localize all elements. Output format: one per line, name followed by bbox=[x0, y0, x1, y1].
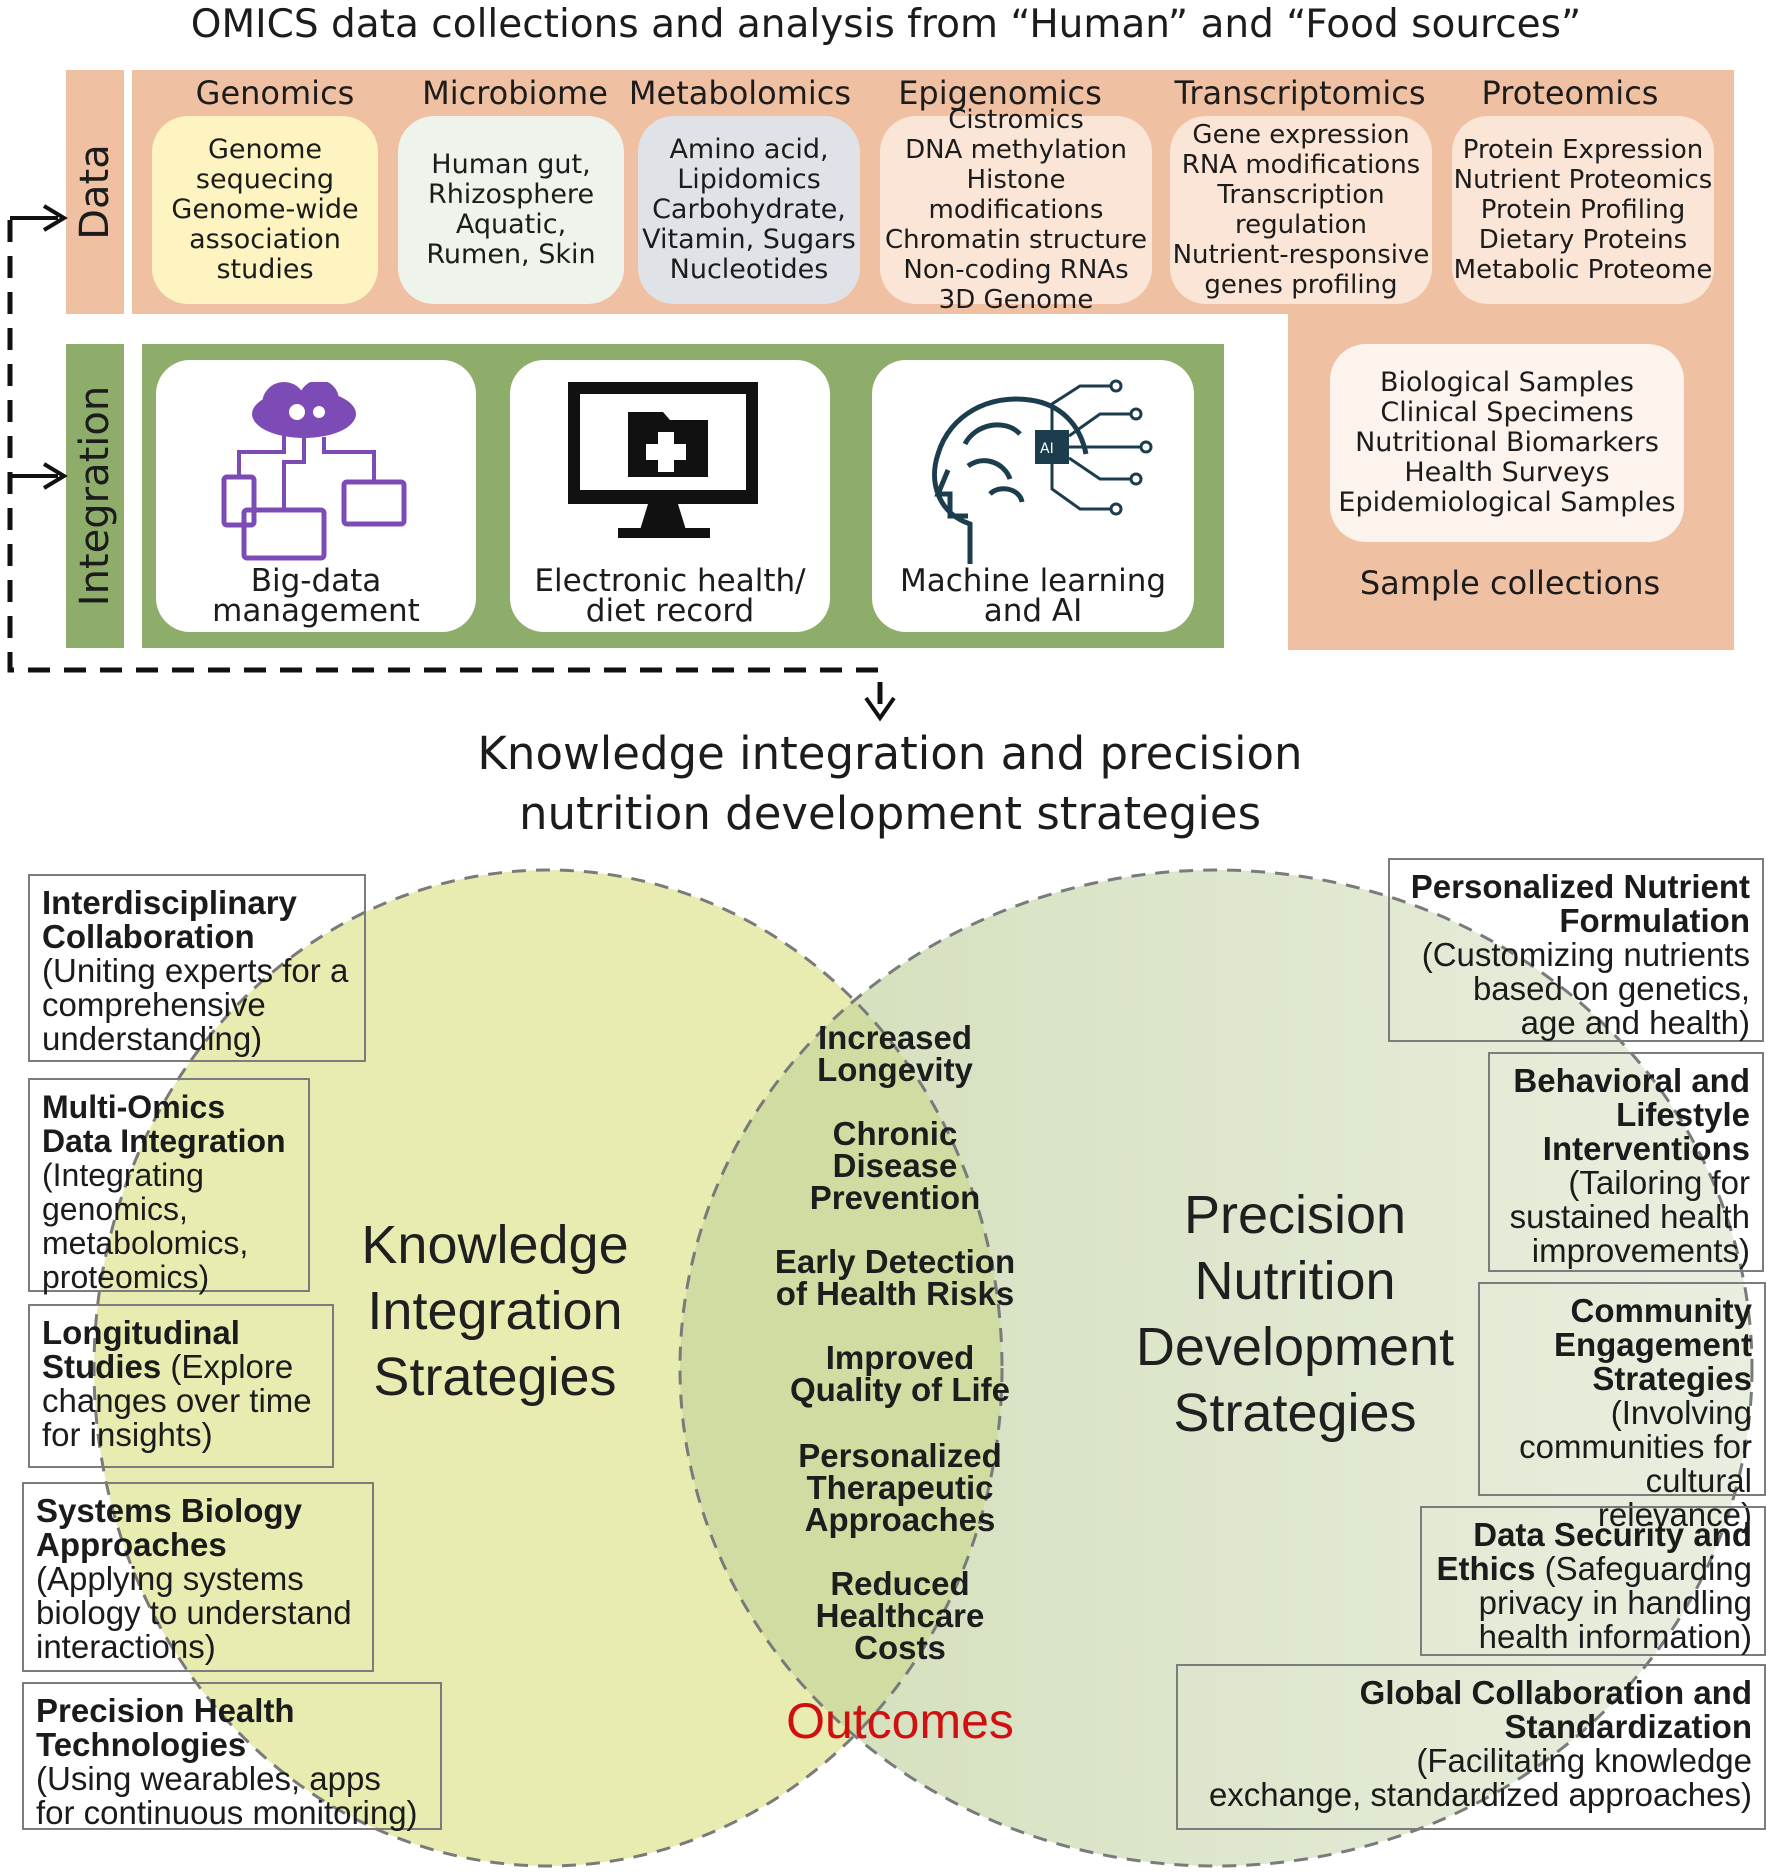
outcome-longevity: Increased Longevity bbox=[817, 1019, 973, 1088]
dashed-connector bbox=[7, 204, 896, 722]
box-precision-health-tech: Precision Health Technologies (Using wea… bbox=[22, 1682, 442, 1830]
box-multi-omics: Multi-Omics Data Integration (Integratin… bbox=[28, 1078, 310, 1292]
outcome-quality-of-life: Improved Quality of Life bbox=[789, 1339, 1010, 1408]
cloud-devices-icon bbox=[221, 382, 407, 561]
heading-metabolomics: Metabolomics bbox=[628, 74, 852, 112]
box-title: Interdisciplinary Collaboration bbox=[42, 884, 297, 955]
big-data-label: Big-data management bbox=[212, 563, 420, 629]
integration-row-label-box: Integration bbox=[66, 344, 124, 648]
microbiome-card: Human gut, Rhizosphere Aquatic, Rumen, S… bbox=[398, 116, 624, 304]
heading-epigenomics: Epigenomics bbox=[898, 74, 1102, 112]
ml-ai-label: Machine learning and AI bbox=[899, 563, 1167, 629]
heading-proteomics: Proteomics bbox=[1481, 74, 1659, 112]
box-desc: (Customizing nutrients based on genetics… bbox=[1421, 936, 1750, 1041]
ehr-label: Electronic health/ diet record bbox=[534, 563, 806, 629]
ai-brain-head-icon: AI bbox=[932, 379, 1153, 564]
section-title: Knowledge integration and precision nutr… bbox=[477, 727, 1303, 840]
box-interdisciplinary-collaboration: Interdisciplinary Collaboration (Uniting… bbox=[28, 874, 366, 1062]
genomics-card: Genome sequecing Genome-wide association… bbox=[152, 116, 378, 304]
box-desc: (Applying systems biology to understand … bbox=[36, 1560, 352, 1665]
outcomes-label: Outcomes bbox=[786, 1693, 1014, 1749]
box-title: Global Collaboration and Standardization bbox=[1359, 1674, 1752, 1745]
box-desc: (Using wearables, apps for continuous mo… bbox=[36, 1760, 418, 1831]
box-desc: (Involving communities for cultural rele… bbox=[1519, 1394, 1752, 1533]
box-desc: (Integrating genomics, metabolomics, pro… bbox=[42, 1157, 249, 1295]
box-title: Systems Biology Approaches bbox=[36, 1492, 302, 1563]
box-title: Behavioral and Lifestyle Interventions bbox=[1513, 1062, 1750, 1167]
box-desc: (Uniting experts for a comprehensive und… bbox=[42, 952, 349, 1057]
sample-collections-caption: Sample collections bbox=[1359, 564, 1661, 602]
sample-collections-card: Biological Samples Clinical Specimens Nu… bbox=[1330, 344, 1684, 542]
box-desc: (Tailoring for sustained health improvem… bbox=[1509, 1164, 1750, 1269]
data-row-label-box: Data bbox=[66, 70, 124, 314]
outcome-healthcare-costs: Reduced Healthcare Costs bbox=[815, 1565, 985, 1666]
heading-microbiome: Microbiome bbox=[422, 74, 608, 112]
right-circle-label: Precision Nutrition Development Strategi… bbox=[1135, 1185, 1455, 1443]
metabolomics-card: Amino acid, Lipidomics Carbohydrate, Vit… bbox=[638, 116, 860, 304]
box-title: Personalized Nutrient Formulation bbox=[1410, 868, 1750, 939]
box-personalized-nutrient: Personalized Nutrient Formulation (Custo… bbox=[1388, 858, 1764, 1042]
box-title: Multi-Omics Data Integration bbox=[42, 1089, 286, 1159]
outcome-chronic-disease: Chronic Disease Prevention bbox=[809, 1115, 981, 1216]
left-circle-label: Knowledge Integration Strategies bbox=[361, 1215, 629, 1407]
box-behavioral-lifestyle: Behavioral and Lifestyle Interventions (… bbox=[1488, 1052, 1764, 1272]
box-title: Longitudinal Studies bbox=[42, 1314, 240, 1385]
right-circle bbox=[680, 870, 1752, 1866]
box-longitudinal-studies: Longitudinal Studies (Explore changes ov… bbox=[28, 1304, 334, 1468]
epigenomics-card: Cistromics DNA methylation Histone modif… bbox=[880, 105, 1152, 315]
transcriptomics-card: Gene expression RNA modifications Transc… bbox=[1170, 116, 1432, 304]
outcome-therapeutic: Personalized Therapeutic Approaches bbox=[798, 1437, 1002, 1538]
heading-genomics: Genomics bbox=[195, 74, 355, 112]
box-desc: (Safeguarding privacy in handling health… bbox=[1478, 1550, 1752, 1655]
box-title: Community Engagement Strategies bbox=[1553, 1292, 1752, 1397]
ml-ai-card: AI Machine learning and AI bbox=[872, 360, 1194, 632]
proteomics-card: Protein Expression Nutrient Proteomics P… bbox=[1452, 116, 1714, 304]
figure-title: OMICS data collections and analysis from… bbox=[190, 2, 1582, 47]
box-systems-biology: Systems Biology Approaches (Applying sys… bbox=[22, 1482, 374, 1672]
outcome-early-detection: Early Detection of Health Risks bbox=[774, 1243, 1016, 1312]
heading-transcriptomics: Transcriptomics bbox=[1174, 74, 1426, 112]
box-community-engagement: Community Engagement Strategies (Involvi… bbox=[1478, 1282, 1766, 1528]
box-title: Precision Health Technologies bbox=[36, 1692, 295, 1763]
big-data-card: Big-data management bbox=[156, 360, 476, 632]
monitor-medical-icon bbox=[568, 382, 758, 538]
box-data-security-ethics: Data Security and Ethics (Safeguarding p… bbox=[1420, 1506, 1766, 1656]
venn-diagram bbox=[92, 868, 1754, 1868]
svg-text:AI: AI bbox=[1040, 441, 1054, 457]
box-title: Data Security and Ethics bbox=[1436, 1516, 1752, 1587]
ehr-card: Electronic health/ diet record bbox=[510, 360, 830, 632]
box-global-collaboration: Global Collaboration and Standardization… bbox=[1176, 1664, 1766, 1830]
box-desc: (Explore changes over time for insights) bbox=[42, 1348, 312, 1453]
box-desc: (Facilitating knowledge exchange, standa… bbox=[1208, 1742, 1752, 1813]
